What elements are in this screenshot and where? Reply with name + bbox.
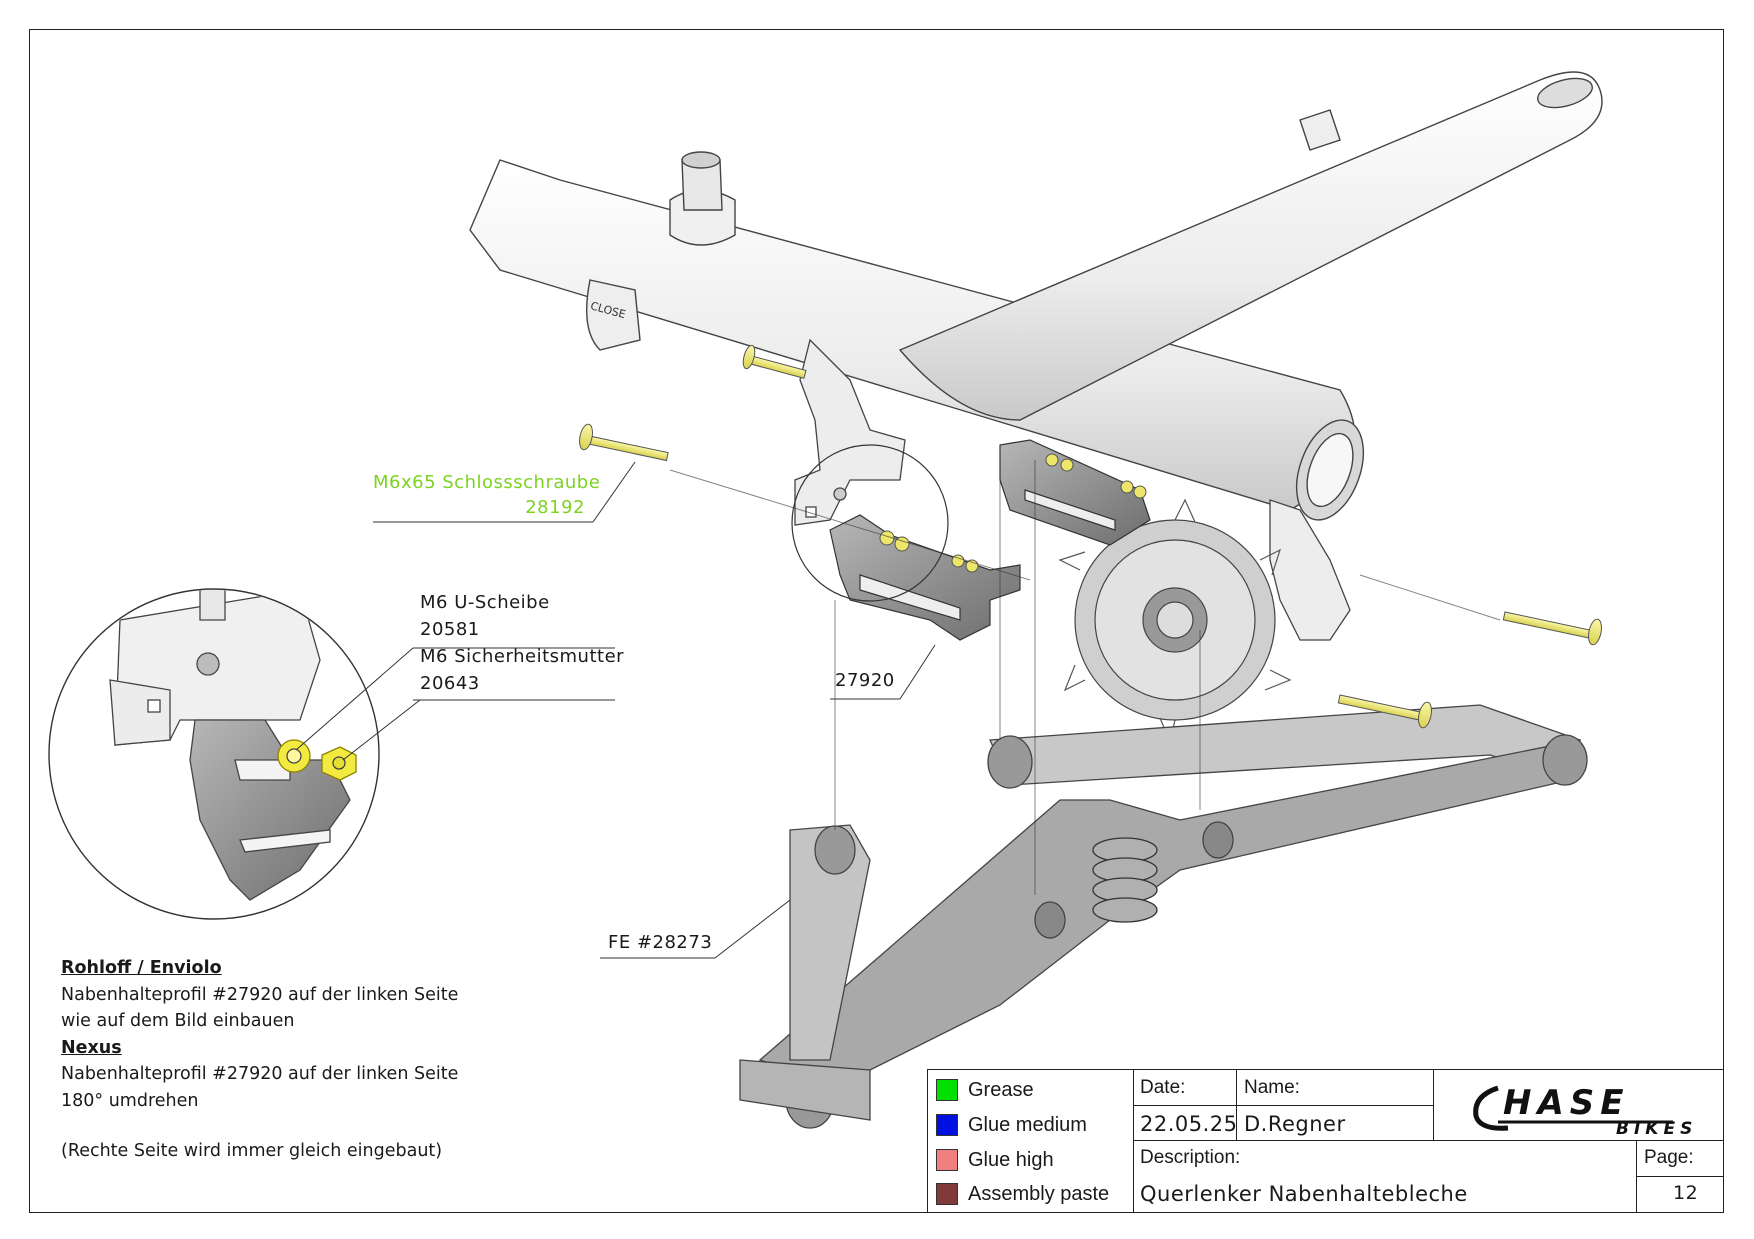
bolt-lower <box>1337 694 1432 729</box>
name-label: Name: <box>1244 1077 1300 1098</box>
swatch-glue-medium <box>936 1114 958 1136</box>
date-label: Date: <box>1140 1077 1186 1098</box>
nut-number-label: 20643 <box>420 673 480 694</box>
detail-view <box>48 444 949 920</box>
legend-label: Grease <box>968 1078 1034 1101</box>
bolt-right <box>1502 611 1602 646</box>
bolt-name-label: M6x65 Schlossschraube <box>373 472 601 493</box>
washer-number-label: 20581 <box>420 619 480 640</box>
notes-line: 180° umdrehen <box>61 1090 199 1111</box>
name-value: D.Regner <box>1244 1112 1346 1136</box>
legend-assembly-paste: Assembly paste <box>936 1178 1109 1210</box>
main-frame: CLOSE <box>469 71 1603 521</box>
title-block: Grease Glue medium Glue high Assembly pa… <box>927 1069 1724 1213</box>
bolt-upper <box>742 344 807 379</box>
notes-line: Nabenhalteprofil #27920 auf der linken S… <box>61 1064 459 1084</box>
legend-label: Glue high <box>968 1148 1054 1171</box>
legend-glue-high: Glue high <box>936 1144 1054 1176</box>
legend-grease: Grease <box>936 1074 1034 1106</box>
swatch-grease <box>936 1079 958 1101</box>
legend-label: Glue medium <box>968 1113 1087 1136</box>
description-label: Description: <box>1140 1147 1241 1168</box>
dropout-right <box>1269 499 1351 641</box>
page-value: 12 <box>1673 1182 1699 1204</box>
notes-line: Nabenhalteprofil #27920 auf der linken S… <box>61 984 459 1005</box>
swing-arm <box>739 704 1588 1129</box>
legend-label: Assembly paste <box>968 1182 1110 1205</box>
swatch-glue-high <box>936 1149 958 1171</box>
notes-heading-rohloff: Rohloff / Enviolo <box>61 958 222 978</box>
chainring <box>1058 498 1292 744</box>
drawing-border <box>29 29 1724 1213</box>
notes-heading-nexus: Nexus <box>61 1037 122 1058</box>
legend-glue-medium: Glue medium <box>936 1109 1087 1141</box>
nut-name-label: M6 Sicherheitsmutter <box>420 646 625 667</box>
bolt-number-label: 28192 <box>525 497 585 518</box>
hub-profile-right <box>999 439 1151 546</box>
swatch-assembly-paste <box>936 1183 958 1205</box>
bolt-left <box>579 423 669 462</box>
description-value: Querlenker Nabenhaltebleche <box>1140 1182 1468 1206</box>
washer-name-label: M6 U-Scheibe <box>420 592 550 613</box>
logo-sub-text: BIKES <box>1616 1119 1697 1138</box>
arm-label: FE #28273 <box>608 932 713 953</box>
hase-bikes-logo: HASE BIKES <box>1473 1083 1697 1138</box>
leader-lines <box>295 455 1501 959</box>
profile-number-label: 27920 <box>835 670 895 691</box>
logo-main-text: HASE <box>1503 1083 1629 1123</box>
assembly-notes: Rohloff / Enviolo Nabenhalteprofil #2792… <box>61 955 458 1165</box>
notes-line: (Rechte Seite wird immer gleich eingebau… <box>61 1141 443 1161</box>
date-value: 22.05.25 <box>1140 1112 1238 1136</box>
notes-line: wie auf dem Bild einbauen <box>61 1011 295 1031</box>
dropout-left <box>794 338 906 526</box>
page-label: Page: <box>1644 1147 1694 1168</box>
